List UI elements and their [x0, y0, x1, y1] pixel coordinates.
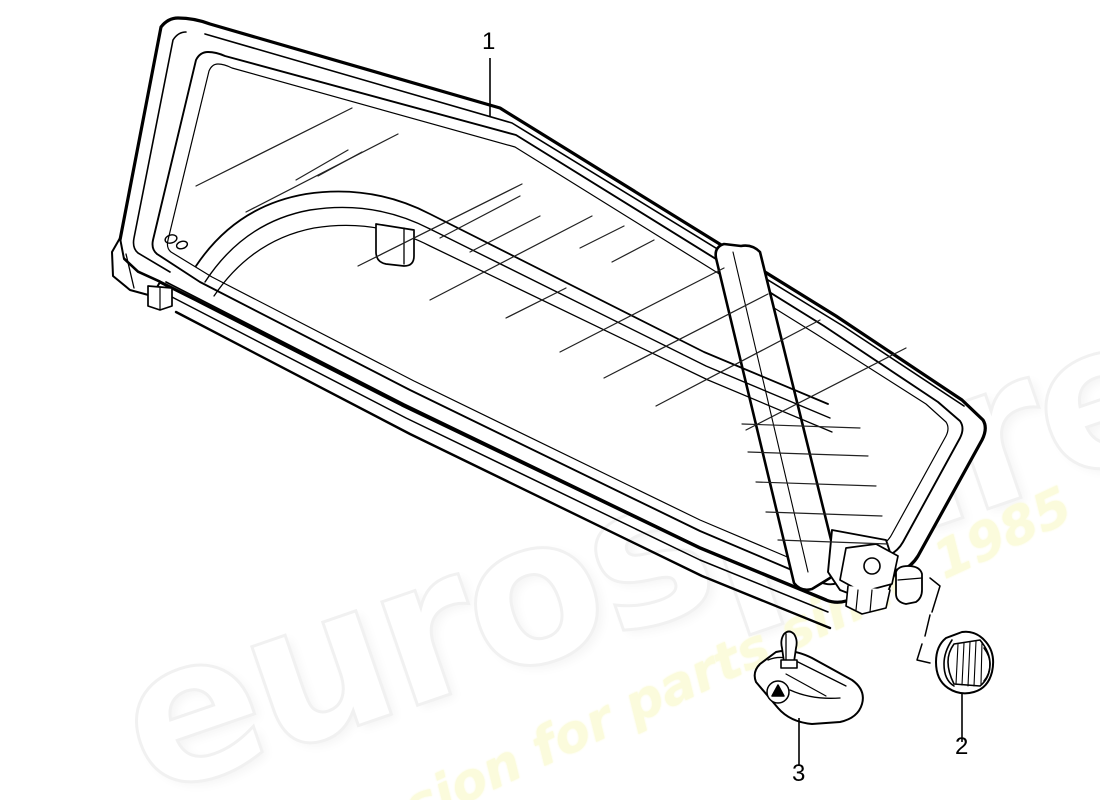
callout-label-2[interactable]: 2	[955, 733, 969, 760]
locator-hole-a	[164, 234, 178, 244]
a-pillar-divider	[714, 242, 838, 592]
sensor-body-rib	[789, 689, 841, 699]
cowl-rail-lower	[174, 310, 832, 630]
warning-triangle-icon	[771, 684, 785, 697]
part-3-sensor	[753, 630, 864, 725]
nut-outer-ring	[943, 639, 955, 687]
glass-reflection-lines	[195, 107, 907, 431]
glass-reflection-lines-right	[741, 423, 889, 545]
callout-label-1[interactable]: 1	[482, 28, 496, 55]
dash-top-trim-mid	[204, 206, 831, 419]
hinge-pivot-hole	[863, 557, 881, 575]
left-bracket-fold	[125, 253, 135, 289]
hinge-lug-rib-a	[855, 589, 859, 611]
locator-hole-b	[175, 240, 189, 250]
hinge-lower-lug	[845, 585, 891, 615]
assembly-bracket-upper	[929, 577, 941, 613]
part-2-nut	[935, 630, 995, 695]
sensor-body-crease	[785, 673, 827, 697]
hinge-lug-rib-b	[869, 589, 873, 613]
valve-stem-collar	[780, 659, 798, 669]
valve-stem	[780, 630, 798, 663]
mounting-stud-shoulder	[897, 577, 923, 581]
assembly-reference-line	[916, 577, 941, 664]
cowl-rail-upper	[165, 281, 827, 600]
nut-bore	[983, 647, 991, 682]
assembly-dash-1	[924, 614, 931, 637]
assembly-bracket-lower	[916, 643, 931, 664]
windscreen-frame-band-outer	[132, 31, 187, 273]
sensor-body	[753, 649, 864, 725]
cowl-rail-mid	[169, 295, 829, 613]
dash-top-trim-outer	[195, 190, 829, 405]
windscreen-frame-band-top	[204, 33, 965, 407]
callout-label-3[interactable]: 3	[792, 760, 806, 787]
nut-knurl-teeth	[955, 640, 983, 687]
mounting-stud	[895, 565, 923, 605]
